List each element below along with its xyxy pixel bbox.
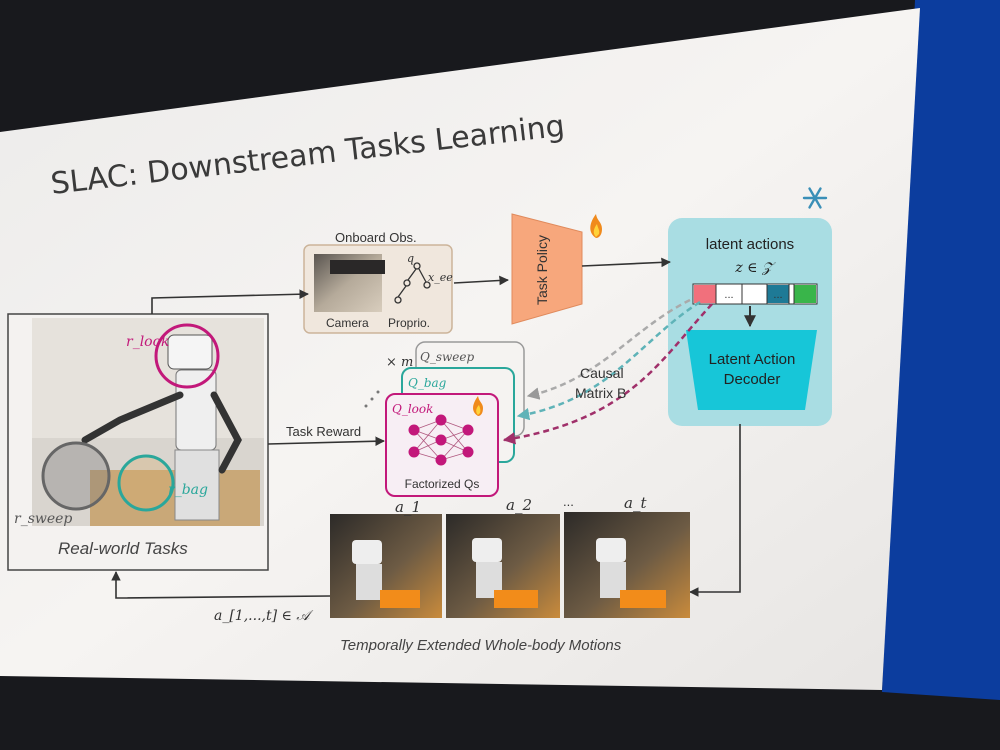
reward-bag: r_bag bbox=[168, 482, 208, 498]
reward-look: r_look bbox=[126, 334, 170, 350]
latent-dots-1: ... bbox=[724, 289, 733, 301]
proprio-graph bbox=[394, 262, 431, 304]
policy-to-latent-arrow bbox=[581, 257, 671, 268]
look-highlight bbox=[154, 323, 220, 389]
dots-ellipsis-diagonal bbox=[364, 390, 380, 408]
robot-figure bbox=[81, 334, 242, 521]
action-dots: ... bbox=[563, 494, 574, 509]
tasks-to-obs-arrow bbox=[151, 289, 309, 314]
bag-highlight bbox=[117, 454, 175, 512]
causal-arrow-gray bbox=[526, 298, 691, 400]
fire-icon bbox=[590, 214, 602, 238]
motion-frame-2 bbox=[446, 514, 560, 618]
q-bag-label: Q_bag bbox=[408, 376, 447, 390]
action-a2: a_2 bbox=[506, 496, 532, 514]
task-policy-label: Task Policy bbox=[534, 235, 550, 305]
camera-label: Camera bbox=[326, 316, 369, 330]
causal-label-1: Causal bbox=[580, 365, 624, 381]
causal-arrow-teal bbox=[516, 300, 701, 421]
q-network-graph bbox=[408, 414, 474, 466]
motions-caption: Temporally Extended Whole-body Motions bbox=[340, 637, 622, 654]
proprio-xee: x_ee bbox=[428, 271, 453, 284]
snowflake-icon bbox=[802, 187, 828, 209]
latent-set: z ∈ 𝒵 bbox=[734, 260, 776, 276]
task-reward-label: Task Reward bbox=[286, 424, 361, 439]
onboard-obs-label: Onboard Obs. bbox=[335, 230, 417, 245]
decoder-label-2: Decoder bbox=[724, 371, 781, 388]
latent-dots-2: ... bbox=[773, 289, 782, 301]
sweep-highlight bbox=[41, 441, 111, 511]
proprio-q: q bbox=[407, 252, 414, 265]
latent-actions-label: latent actions bbox=[706, 236, 794, 253]
motion-frame-3 bbox=[564, 512, 690, 618]
real-world-tasks-label: Real-world Tasks bbox=[58, 539, 188, 558]
right-screen bbox=[882, 0, 1000, 700]
causal-label-2: Matrix B bbox=[575, 385, 626, 401]
reward-sweep: r_sweep bbox=[14, 511, 72, 527]
action-space: a_[1,...,t] ∈ 𝒜 bbox=[214, 608, 313, 624]
times-m: × m bbox=[386, 355, 413, 370]
fire-icon bbox=[473, 396, 483, 416]
decoder-label-1: Latent Action bbox=[709, 351, 796, 368]
action-at: a_t bbox=[624, 494, 647, 512]
task-reward-arrow bbox=[267, 436, 385, 447]
task-policy-block bbox=[511, 213, 583, 325]
q-sweep-label: Q_sweep bbox=[420, 350, 474, 364]
decoder-to-motions-arrow bbox=[689, 424, 741, 597]
factorized-qs-label: Factorized Qs bbox=[405, 477, 480, 491]
obs-to-policy-arrow bbox=[453, 275, 509, 286]
causal-arrow-magenta bbox=[502, 303, 713, 445]
motion-frame-1 bbox=[330, 514, 442, 618]
latent-token-strip bbox=[692, 283, 818, 305]
motions-to-tasks-arrow bbox=[111, 571, 331, 599]
q-look-label: Q_look bbox=[392, 402, 433, 416]
camera-gripper bbox=[330, 260, 385, 274]
action-a1: a_1 bbox=[395, 498, 421, 516]
latent-action-decoder bbox=[686, 330, 817, 410]
proprio-label: Proprio. bbox=[388, 316, 430, 330]
